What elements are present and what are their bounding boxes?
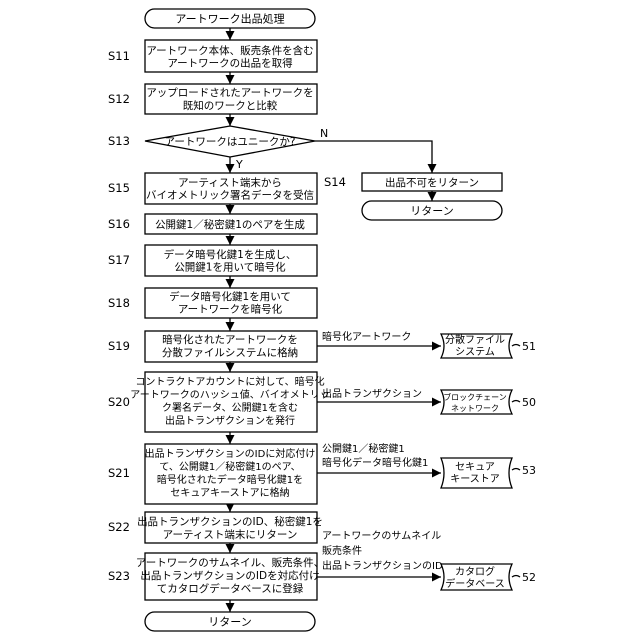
branch-yes-label: Y — [235, 158, 243, 171]
step-s14-text: 出品不可をリターン — [385, 176, 479, 189]
text-line: 出品トランザクションのIDを対応付け — [140, 569, 319, 582]
text-line: セキュア — [455, 461, 495, 473]
arrow-label-a23: アートワークのサムネイル販売条件出品トランザクションのID — [322, 530, 443, 572]
text-line: キーストア — [450, 474, 500, 485]
step-label-s18: S18 — [108, 296, 130, 310]
text-line: アートワークのサムネイル、販売条件、 — [136, 556, 324, 569]
ref-51: 51 — [522, 340, 536, 353]
text-line: システム — [455, 346, 495, 358]
text-line: コントラクトアカウントに対して、暗号化 — [135, 375, 324, 388]
text-line: 公開鍵1を用いて暗号化 — [174, 261, 286, 274]
text-line: 販売条件 — [322, 544, 362, 557]
text-line: 出品トランザクションを発行 — [165, 414, 295, 427]
text-line: 出品トランザクションのID — [322, 559, 443, 572]
step-label-s17: S17 — [108, 253, 130, 267]
text-line: 既知のワークと比較 — [183, 99, 278, 112]
step-s16-text: 公開鍵1／秘密鍵1のペアを生成 — [155, 218, 305, 231]
arrow-label-a19: 暗号化アートワーク — [322, 330, 411, 343]
text-line: アートワークのサムネイル — [322, 530, 441, 542]
step-label-s14: S14 — [324, 175, 346, 189]
text-line: 出品トランザクションのID、秘密鍵1を — [137, 515, 323, 528]
branch-no-label: N — [320, 127, 328, 140]
text-line: 分散ファイル — [445, 333, 505, 346]
text-line: カタログ — [455, 565, 495, 578]
text-line: アートワーク本体、販売条件を含む — [146, 44, 313, 57]
step-label-s11: S11 — [108, 49, 130, 63]
step-s17-text: データ暗号化鍵1を生成し、公開鍵1を用いて暗号化 — [164, 248, 297, 274]
text-line: 公開鍵1／秘密鍵1 — [322, 442, 405, 455]
text-line: アーティスト端末にリターン — [163, 528, 298, 541]
ref-53: 53 — [522, 464, 536, 477]
ref-52: 52 — [522, 571, 536, 584]
text-line: 暗号化されたアートワークを — [162, 333, 298, 346]
text-line: データベース — [445, 577, 505, 590]
start-label: アートワーク出品処理 — [175, 12, 284, 26]
decision-s13-text: アートワークはユニークか? — [165, 136, 296, 148]
text-line: 暗号化データ暗号化鍵1 — [322, 456, 428, 469]
end-label: リターン — [208, 616, 251, 629]
text-line: アップロードされたアートワークを — [146, 87, 313, 99]
text-line: ネットワーク — [451, 404, 499, 413]
step-s18-text: データ暗号化鍵1を用いてアートワークを暗号化 — [169, 290, 291, 316]
text-line: アートワークのハッシュ値、バイオメトリッ — [130, 388, 329, 401]
step-label-s12: S12 — [108, 92, 130, 106]
return-terminator-s14: リターン — [362, 201, 502, 220]
text-line: アートワークの出品を取得 — [167, 57, 292, 70]
text-line: ク署名データ、公開鍵1を含む — [162, 401, 298, 414]
text-line: データ暗号化鍵1を生成し、 — [164, 248, 297, 261]
ref-50: 50 — [522, 396, 536, 409]
text-line: 出品トランザクションのIDに対応付け — [145, 447, 316, 460]
text-line: て、公開鍵1／秘密鍵1のペア、 — [159, 460, 300, 473]
return-label: リターン — [410, 205, 453, 218]
text-line: てカタログデータベースに登録 — [157, 582, 304, 595]
step-s23-text: アートワークのサムネイル、販売条件、出品トランザクションのIDを対応付けてカタロ… — [136, 556, 324, 595]
step-label-s15: S15 — [108, 181, 130, 195]
step-label-s22: S22 — [108, 520, 130, 534]
text-line: セキュアキーストアに格納 — [170, 486, 289, 499]
step-label-s13: S13 — [108, 134, 130, 148]
text-line: アートワークを暗号化 — [178, 303, 283, 316]
step-label-s20: S20 — [108, 395, 130, 409]
step-s11-text: アートワーク本体、販売条件を含むアートワークの出品を取得 — [146, 44, 313, 70]
text-line: 暗号化されたデータ暗号化鍵1を — [157, 473, 303, 486]
step-label-s19: S19 — [108, 339, 130, 353]
step-label-s16: S16 — [108, 217, 130, 231]
arrow-label-a21: 公開鍵1／秘密鍵1暗号化データ暗号化鍵1 — [322, 442, 428, 469]
step-label-s21: S21 — [108, 466, 130, 480]
end-terminator: リターン — [145, 612, 315, 631]
text-line: データ暗号化鍵1を用いて — [169, 290, 291, 303]
text-line: バイオメトリック署名データを受信 — [146, 189, 314, 202]
text-line: アーティスト端末から — [178, 176, 282, 189]
start-terminator: アートワーク出品処理 — [145, 9, 315, 28]
step-label-s23: S23 — [108, 569, 130, 583]
arrow-label-a20: 出品トランザクション — [322, 387, 422, 400]
text-line: 分散ファイルシステムに格納 — [162, 346, 298, 359]
text-line: ブロックチェーン — [443, 392, 507, 402]
